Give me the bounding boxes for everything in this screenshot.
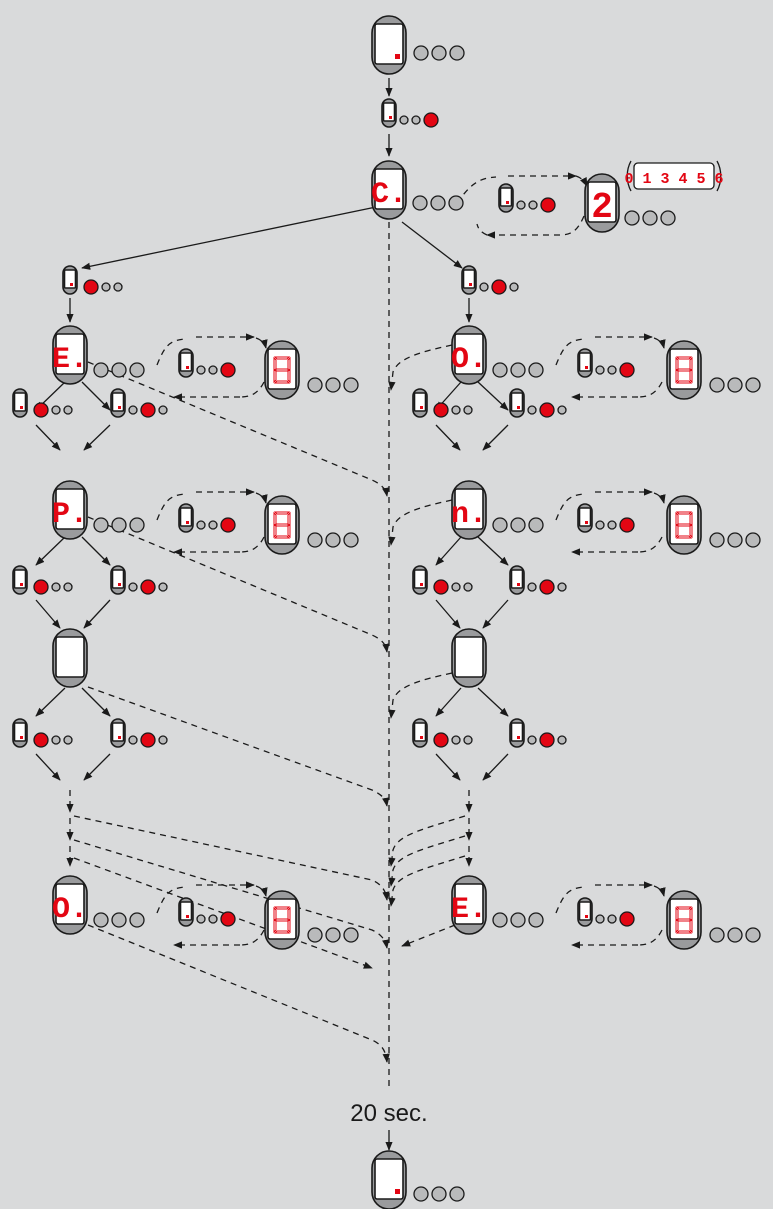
button-press-p-left-loop bbox=[178, 503, 236, 533]
value-range-text: 0 1 3 4 5 6 bbox=[624, 171, 723, 188]
display-code-p-left: P. bbox=[52, 498, 88, 532]
device-value-p-left bbox=[264, 495, 300, 555]
led-row-e-left bbox=[93, 362, 145, 378]
led-row-value-n-right bbox=[709, 532, 761, 548]
button-press-c-loop bbox=[498, 183, 556, 213]
device-value-e-left bbox=[264, 340, 300, 400]
led-row-start bbox=[413, 45, 465, 61]
device-value-o-right bbox=[666, 340, 702, 400]
device-menu-o-right: O. bbox=[451, 325, 487, 385]
led-row-value-e-left bbox=[307, 377, 359, 393]
led-row-e-right bbox=[492, 912, 544, 928]
led-row-c bbox=[412, 195, 464, 211]
device-menu-c: C. bbox=[371, 160, 407, 220]
device-menu-e-right: E. bbox=[451, 875, 487, 935]
device-menu-n-right: n. bbox=[451, 480, 487, 540]
button-press-e-right-loop bbox=[577, 897, 635, 927]
display-code-o-left: O. bbox=[52, 893, 88, 927]
display-code-2: 2 bbox=[591, 187, 613, 228]
button-press-left-a3 bbox=[12, 718, 73, 748]
device-start bbox=[371, 15, 407, 75]
led-row-value-2 bbox=[624, 210, 676, 226]
device-menu-o-left: O. bbox=[52, 875, 88, 935]
button-press-right-a1 bbox=[412, 388, 473, 418]
button-press-left-a1 bbox=[12, 388, 73, 418]
display-code-e-left: E. bbox=[52, 343, 88, 377]
button-press-right-b2 bbox=[509, 565, 567, 595]
led-row-value-o-left bbox=[307, 927, 359, 943]
led-row-value-p-left bbox=[307, 532, 359, 548]
device-menu-e-left: E. bbox=[52, 325, 88, 385]
device-menu-p-left: P. bbox=[52, 480, 88, 540]
button-press-right-a2 bbox=[412, 565, 473, 595]
button-press-right-branch bbox=[461, 265, 519, 295]
display-code-e-right: E. bbox=[451, 893, 487, 927]
device-value-o-left bbox=[264, 890, 300, 950]
led-row-n-right bbox=[492, 517, 544, 533]
button-press-left-b1 bbox=[110, 388, 168, 418]
display-code-c: C. bbox=[371, 178, 407, 212]
display-code-n-right: n. bbox=[451, 498, 487, 532]
device-menu-blank-right bbox=[451, 628, 487, 688]
device-value-2: 2 bbox=[584, 173, 620, 233]
button-press-left-b3 bbox=[110, 718, 168, 748]
led-row-p-left bbox=[93, 517, 145, 533]
display-code-o-right: O. bbox=[451, 343, 487, 377]
led-row-end bbox=[413, 1186, 465, 1202]
button-press-e-left-loop bbox=[178, 348, 236, 378]
button-press-o-right-loop bbox=[577, 348, 635, 378]
timeout-label: 20 sec. bbox=[350, 1100, 427, 1127]
button-press-left-b2 bbox=[110, 565, 168, 595]
device-end bbox=[371, 1150, 407, 1209]
button-press-right-b1 bbox=[509, 388, 567, 418]
led-row-o-right bbox=[492, 362, 544, 378]
led-row-value-o-right bbox=[709, 377, 761, 393]
button-press-right-a3 bbox=[412, 718, 473, 748]
button-press-n-right-loop bbox=[577, 503, 635, 533]
button-press-left-branch bbox=[62, 265, 123, 295]
connectors bbox=[35, 78, 666, 1151]
device-value-n-right bbox=[666, 495, 702, 555]
led-row-o-left bbox=[93, 912, 145, 928]
button-press-o-left-loop bbox=[178, 897, 236, 927]
button-press-start bbox=[381, 98, 439, 128]
button-press-right-b3 bbox=[509, 718, 567, 748]
value-range-display: 0 1 3 4 5 6 bbox=[624, 160, 724, 192]
button-press-left-a2 bbox=[12, 565, 73, 595]
device-value-e-right bbox=[666, 890, 702, 950]
led-row-value-e-right bbox=[709, 927, 761, 943]
device-menu-blank-left bbox=[52, 628, 88, 688]
